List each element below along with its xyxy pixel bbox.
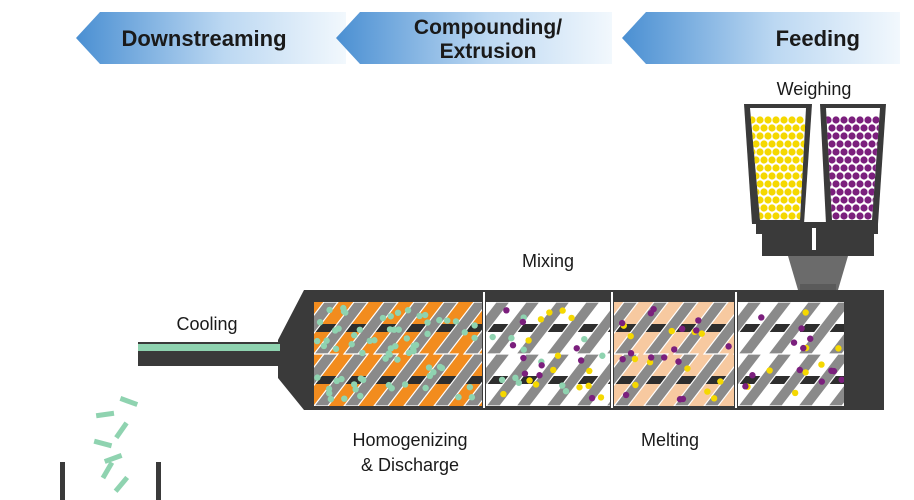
extruder-barrel bbox=[278, 290, 884, 410]
pellet-bin bbox=[60, 462, 161, 500]
hopper-purple bbox=[820, 104, 886, 224]
label-homogenizing-line1: Homogenizing bbox=[352, 430, 467, 450]
stage-banner-compounding: Compounding/ Extrusion bbox=[336, 12, 612, 64]
stage-banner-feeding: Feeding bbox=[622, 12, 900, 64]
hopper-yellow bbox=[744, 104, 812, 224]
label-weighing: Weighing bbox=[777, 79, 852, 99]
stage-label-feeding: Feeding bbox=[776, 26, 860, 51]
stage-label-compounding-line2: Extrusion bbox=[440, 40, 537, 63]
label-mixing: Mixing bbox=[522, 251, 574, 271]
stage-banner-downstreaming: Downstreaming bbox=[76, 12, 346, 64]
label-homogenizing-line2: & Discharge bbox=[361, 455, 459, 475]
cooling-strand bbox=[138, 342, 280, 366]
pellets-falling bbox=[93, 396, 139, 493]
label-melting: Melting bbox=[641, 430, 699, 450]
stage-label-compounding-line1: Compounding/ bbox=[414, 16, 562, 39]
label-cooling: Cooling bbox=[176, 314, 237, 334]
stage-label-downstreaming: Downstreaming bbox=[121, 26, 286, 51]
feed-throat bbox=[756, 222, 878, 296]
